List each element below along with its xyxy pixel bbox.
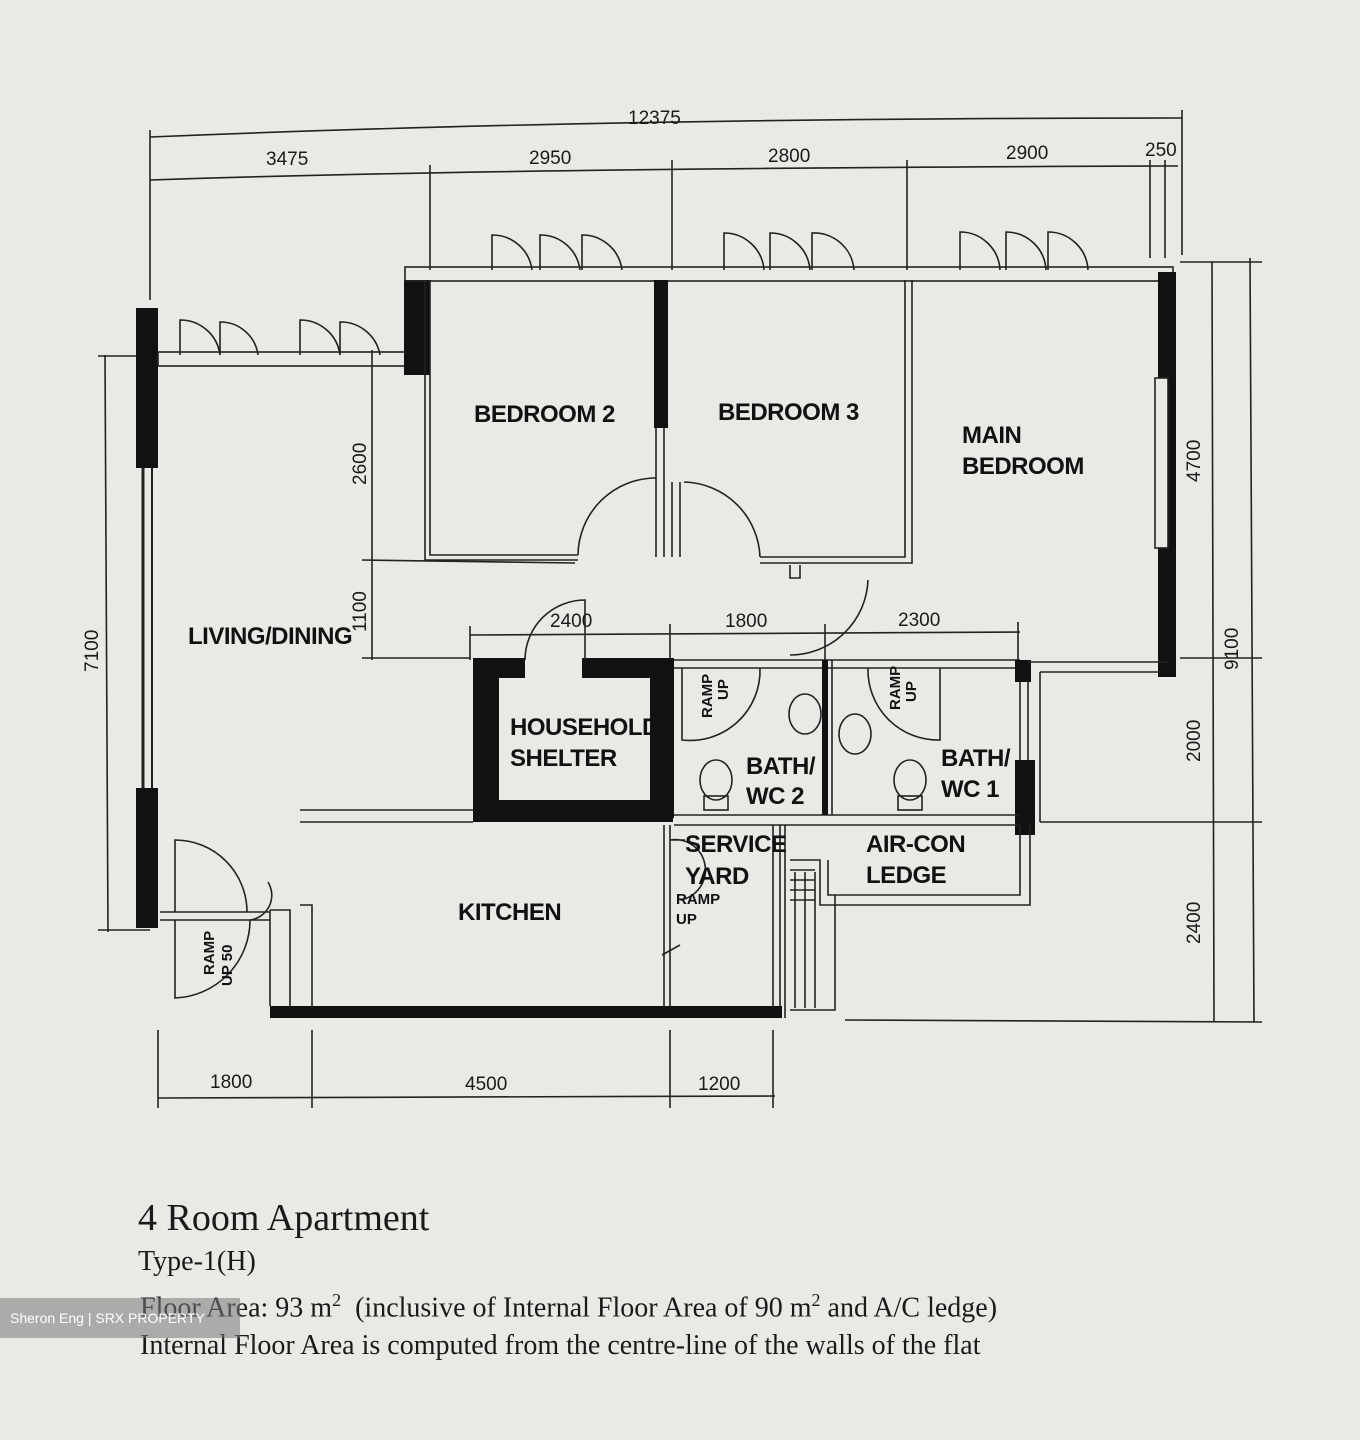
label-bath1-2: WC 1: [941, 776, 999, 803]
label-service-2: YARD: [685, 863, 749, 890]
ramp-bath2-up: UP: [715, 679, 732, 700]
ramp-bath2: RAMP: [699, 674, 716, 718]
dim-inner-v1: 2600: [350, 443, 371, 485]
label-living-dining: LIVING/DINING: [188, 623, 352, 650]
floor-plan: 12375 3475 2950 2800 2900 250 9100 4700 …: [82, 108, 1263, 1108]
label-shelter-2: SHELTER: [510, 745, 617, 772]
ramp-service: RAMP: [676, 891, 720, 908]
dim-inner-v2: 1100: [350, 591, 371, 632]
dim-bottom-2: 4500: [465, 1074, 507, 1095]
label-kitchen: KITCHEN: [458, 899, 561, 926]
label-bath1-1: BATH/: [941, 745, 1011, 772]
walls: [136, 266, 1176, 1018]
floor-area-sup2: 2: [811, 1290, 821, 1310]
fixtures: [699, 693, 927, 811]
dim-top-5: 250: [1145, 140, 1177, 161]
dim-bottom-3: 1200: [698, 1074, 740, 1095]
label-main-bedroom-1: MAIN: [962, 422, 1021, 449]
floor-area-suffix: and A/C ledge): [820, 1292, 998, 1324]
label-aircon-2: LEDGE: [866, 862, 947, 889]
label-shelter-1: HOUSEHOLD: [510, 714, 659, 741]
plan-type: Type-1(H): [138, 1246, 256, 1277]
label-bath2-1: BATH/: [746, 753, 816, 780]
dim-right-3: 2400: [1184, 902, 1205, 944]
watermark: Sheron Eng | SRX PROPERTY: [0, 1298, 240, 1338]
dim-right-overall: 9100: [1222, 628, 1243, 670]
label-bedroom-3: BEDROOM 3: [718, 399, 859, 426]
ramp-service-up: UP: [676, 911, 697, 928]
label-service-1: SERVICE: [685, 831, 787, 858]
ramp-bath1-up: UP: [903, 681, 920, 702]
dim-top-1: 3475: [266, 149, 308, 170]
right-dimensions: [844, 257, 1263, 1023]
dim-left-overall: 7100: [82, 630, 103, 672]
area-note: Internal Floor Area is computed from the…: [140, 1330, 981, 1361]
dim-bottom-1: 1800: [210, 1072, 252, 1093]
floor-area-sup: 2: [332, 1290, 342, 1310]
dim-inner-h3: 2300: [898, 610, 940, 631]
plan-title: 4 Room Apartment: [138, 1197, 430, 1239]
dim-top-4: 2900: [1006, 143, 1048, 164]
label-main-bedroom-2: BEDROOM: [962, 453, 1084, 480]
windows: [179, 231, 1089, 356]
ramp-bath1: RAMP: [887, 666, 904, 710]
dim-right-2: 2000: [1184, 720, 1205, 762]
dim-top-2: 2950: [529, 148, 571, 169]
dim-overall-width: 12375: [628, 108, 681, 129]
floor-area: Floor Area: 93 m2 (inclusive of Internal…: [140, 1290, 997, 1324]
dim-inner-h1: 2400: [550, 611, 592, 632]
inner-vertical-dims: [361, 350, 576, 660]
ramp-entrance: RAMP: [201, 931, 218, 975]
label-bedroom-2: BEDROOM 2: [474, 401, 615, 428]
doors: [174, 477, 941, 999]
dim-right-1: 4700: [1184, 440, 1205, 482]
bottom-dimensions: [157, 1030, 776, 1108]
top-dimensions: [149, 110, 1183, 300]
floor-area-mid: (inclusive of Internal Floor Area of 90 …: [355, 1292, 812, 1324]
ramp-entrance-up: UP 50: [219, 945, 236, 986]
dim-top-3: 2800: [768, 146, 810, 167]
label-bath2-2: WC 2: [746, 783, 804, 810]
dim-inner-h2: 1800: [725, 611, 767, 632]
label-aircon-1: AIR-CON: [866, 831, 965, 858]
inner-horizontal-dims: [469, 622, 1021, 660]
